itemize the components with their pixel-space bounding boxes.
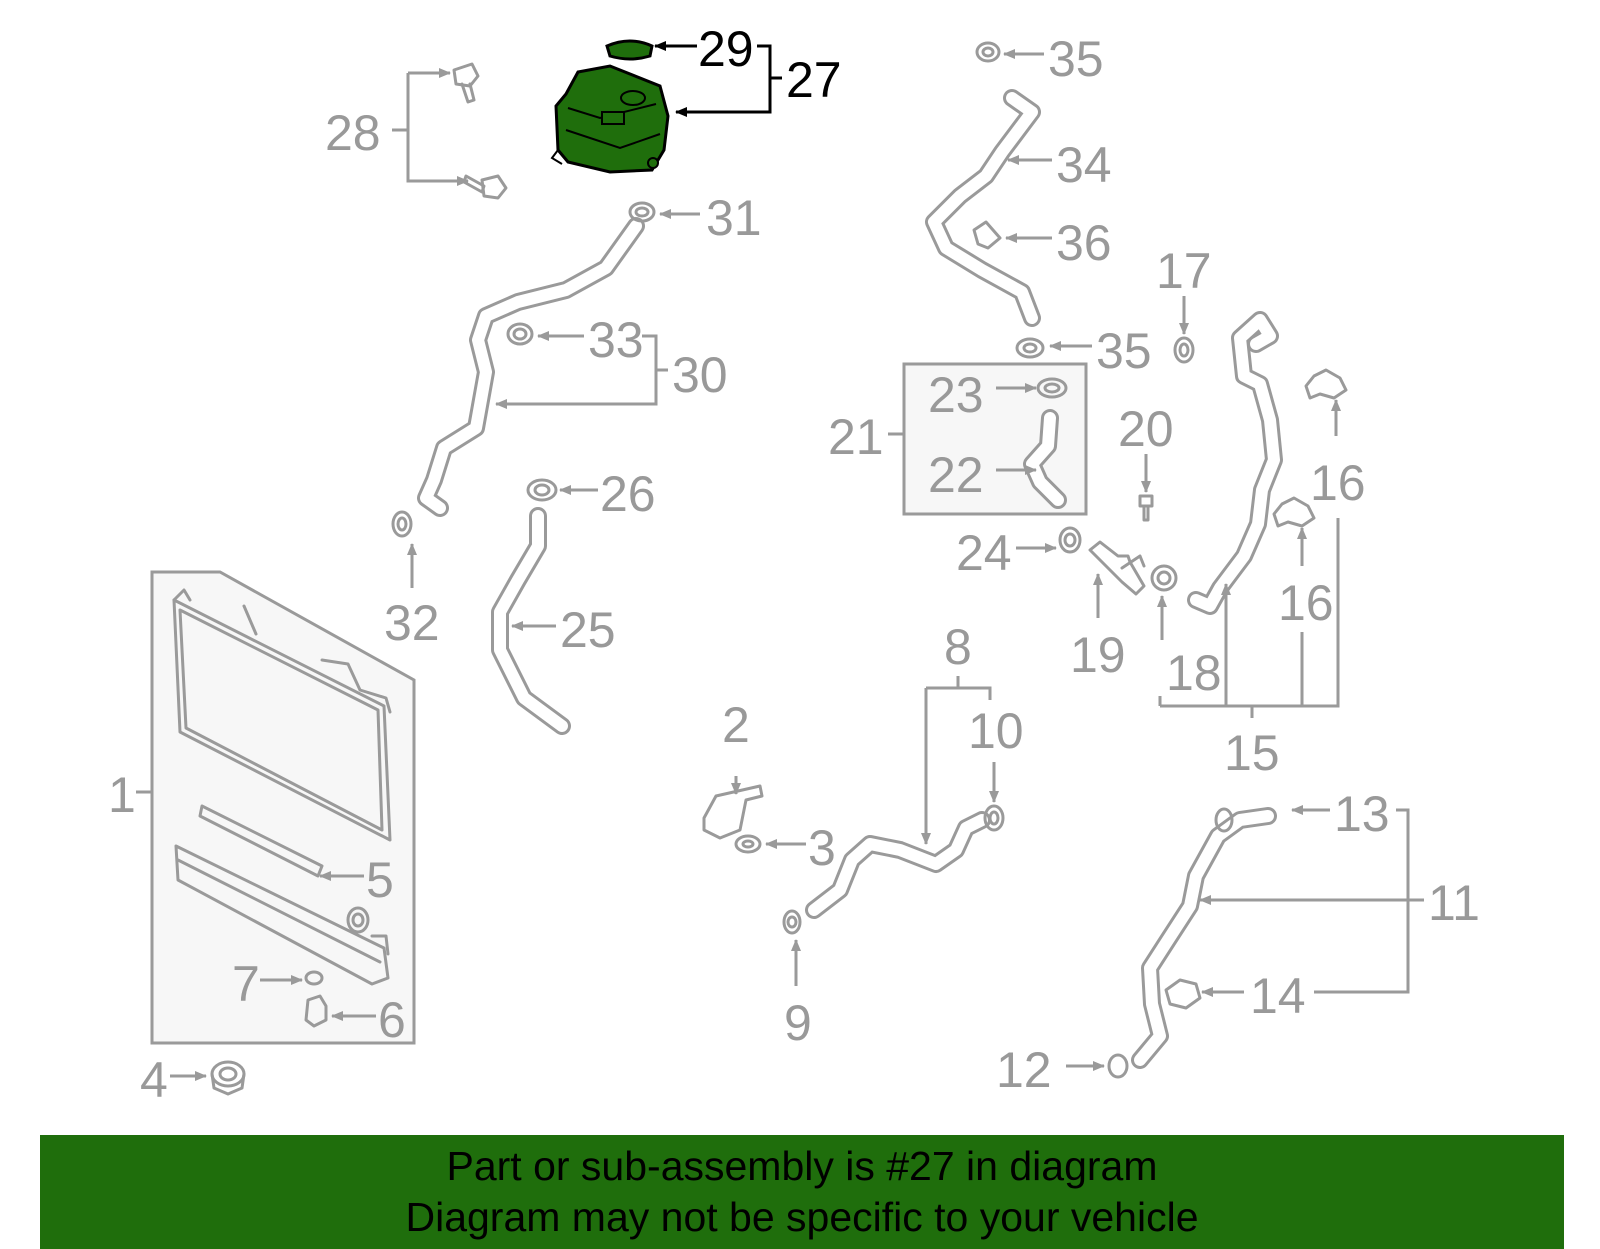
banner-line-2: Diagram may not be specific to your vehi… [405, 1194, 1199, 1240]
callout-35b: 35 [1096, 323, 1152, 379]
radiator-assembly-box [150, 570, 416, 1045]
heater-inlet-hose-part[interactable] [1187, 311, 1283, 615]
callout-13: 13 [1334, 786, 1390, 842]
callout-19: 19 [1070, 627, 1126, 683]
callout-15: 15 [1224, 725, 1280, 781]
callout-23: 23 [928, 367, 984, 423]
callout-16a: 16 [1310, 455, 1366, 511]
callout-8: 8 [944, 619, 972, 675]
banner-line-1: Part or sub-assembly is #27 in diagram [446, 1143, 1158, 1189]
callout-33: 33 [588, 312, 644, 368]
radiator-seal-part[interactable] [198, 804, 324, 878]
callout-3: 3 [808, 820, 836, 876]
upper-radiator-hose-part[interactable] [417, 217, 645, 517]
nut-part[interactable] [734, 834, 762, 854]
callout-7: 7 [232, 956, 260, 1012]
callout-16b: 16 [1278, 575, 1334, 631]
hose-clamp-part[interactable] [506, 322, 534, 346]
callout-18: 18 [1166, 645, 1222, 701]
hose-bracket-part[interactable] [1304, 368, 1348, 400]
callout-4: 4 [140, 1052, 168, 1108]
callout-27: 27 [786, 52, 842, 108]
callout-36: 36 [1056, 215, 1112, 271]
radiator-tank-part[interactable] [174, 844, 390, 986]
callout-28: 28 [325, 105, 381, 161]
bolt-part[interactable] [1138, 494, 1154, 522]
bolt-part[interactable] [462, 174, 508, 200]
water-pipe-part[interactable] [1088, 540, 1146, 596]
hose-clamp-part[interactable] [983, 804, 1005, 832]
hose-clamp-part[interactable] [391, 510, 413, 538]
callout-35a: 35 [1048, 31, 1104, 87]
radiator-mount-part[interactable] [210, 1060, 246, 1096]
callout-9: 9 [784, 995, 812, 1051]
callout-21: 21 [828, 409, 884, 465]
callout-1: 1 [108, 767, 136, 823]
callout-11: 11 [1428, 875, 1480, 931]
callout-22: 22 [928, 447, 984, 503]
leader-28b [406, 73, 469, 186]
heater-hose-part[interactable] [1131, 807, 1277, 1069]
callout-30: 30 [672, 347, 728, 403]
bracket-part[interactable] [702, 784, 764, 840]
hose-clamp-part[interactable] [1058, 526, 1082, 554]
hose-clamp-part[interactable] [1015, 337, 1045, 359]
callout-12: 12 [996, 1042, 1052, 1098]
callout-14: 14 [1250, 968, 1306, 1024]
callout-10: 10 [968, 703, 1024, 759]
hose-part[interactable] [1023, 409, 1067, 509]
hose-clip-part[interactable] [972, 220, 1002, 250]
overflow-hose-part[interactable] [491, 507, 571, 735]
hose-clamp-part[interactable] [1173, 336, 1195, 364]
hose-clamp-part[interactable] [782, 909, 802, 935]
callout-26: 26 [600, 466, 656, 522]
bolt-part[interactable] [452, 62, 480, 104]
callout-25: 25 [560, 602, 616, 658]
callout-6: 6 [378, 992, 406, 1048]
hose-clamp-part[interactable] [1150, 564, 1178, 592]
callout-31: 31 [706, 190, 762, 246]
bypass-hose-part[interactable] [925, 89, 1041, 327]
callout-17: 17 [1156, 243, 1212, 299]
callout-5: 5 [366, 852, 394, 908]
callout-20: 20 [1118, 401, 1174, 457]
hose-clamp-part[interactable] [1107, 1053, 1129, 1079]
part-notice-banner: Part or sub-assembly is #27 in diagram D… [40, 1135, 1564, 1249]
hose-clamp-part[interactable] [628, 201, 656, 223]
hose-clamp-part[interactable] [1036, 377, 1068, 399]
callout-34: 34 [1056, 137, 1112, 193]
lower-radiator-hose-part[interactable] [805, 811, 991, 919]
radiator-part[interactable] [172, 588, 392, 842]
drain-plug-part[interactable] [304, 994, 328, 1028]
hose-clamp-part[interactable] [526, 478, 558, 502]
bracket-8 [926, 686, 992, 700]
callout-32: 32 [384, 595, 440, 651]
bracket-15 [1160, 518, 1340, 708]
callout-24: 24 [956, 525, 1012, 581]
hose-clamp-part[interactable] [975, 41, 1001, 63]
callout-2: 2 [722, 697, 750, 753]
connector-part[interactable] [1164, 978, 1202, 1010]
hose-bracket-part[interactable] [1272, 496, 1316, 528]
reservoir-tank-part[interactable] [550, 64, 670, 174]
callout-29: 29 [698, 21, 754, 77]
o-ring-part[interactable] [304, 970, 324, 986]
hose-clamp-part[interactable] [1214, 807, 1234, 833]
reservoir-cap-part[interactable] [605, 39, 654, 61]
